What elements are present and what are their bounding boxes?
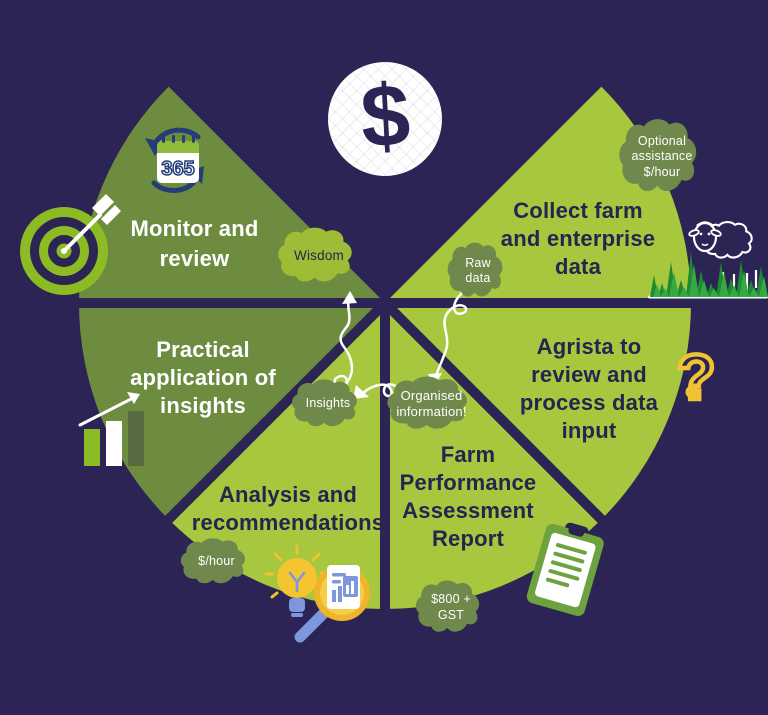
cloud-organised-information-label: Organised information! xyxy=(396,388,467,419)
cloud-raw-data: Raw data xyxy=(446,241,510,301)
arrowhead-to-wisdom xyxy=(342,291,357,304)
segment-practical-label: Practical application of insights xyxy=(130,337,276,418)
question-mark-glyph: ? xyxy=(676,341,715,413)
lightbulb-base xyxy=(289,598,305,612)
target-icon xyxy=(20,194,121,295)
dart-fletching xyxy=(101,205,121,225)
segment-analysis-label: Analysis and recommendations xyxy=(191,482,385,535)
cloud-shape xyxy=(447,242,503,297)
segment-analysis-shape xyxy=(168,303,385,609)
cloud-analysis-rate: $/hour xyxy=(179,537,254,587)
lightbulb-filament xyxy=(288,571,306,593)
cloud-report-price-label: $800 + GST xyxy=(431,592,471,622)
calendar-ring xyxy=(162,135,165,143)
cloud-analysis-rate-label: $/hour xyxy=(198,554,235,569)
calendar-ring xyxy=(182,135,185,143)
report-chart-bar xyxy=(346,585,349,594)
report-chart-block xyxy=(343,576,358,597)
growth-arrowhead xyxy=(127,392,140,404)
clipboard-line xyxy=(545,577,570,588)
cloud-insights: Insights xyxy=(290,378,366,430)
sheep-muzzle xyxy=(701,243,709,246)
grass-blade-layer-light xyxy=(653,264,768,297)
grass-icon xyxy=(650,252,768,297)
cycle-arrow-top xyxy=(152,127,201,147)
cloud-wisdom: Wisdom xyxy=(276,226,362,286)
dart-shaft xyxy=(62,213,102,253)
segment-monitor-label: Monitor and review xyxy=(130,216,259,271)
cloud-shape xyxy=(291,379,357,427)
dollar-coin-icon: $ xyxy=(328,62,442,176)
calendar-ring xyxy=(172,135,175,143)
divider-southeast xyxy=(381,299,611,529)
magnifier-report-icon xyxy=(294,565,370,643)
cloud-optional-assistance: Optional assistance $/hour xyxy=(617,117,707,197)
cloud-shape xyxy=(180,538,246,584)
cloud-raw-data-label: Raw data xyxy=(465,255,491,285)
clipboard-line xyxy=(553,551,585,564)
dollar-sign: $ xyxy=(357,64,412,167)
cloud-shape xyxy=(415,580,480,632)
curly-arrow-insights-to-wisdom xyxy=(333,295,354,399)
segment-agrista-shape xyxy=(385,303,691,520)
segment-dividers xyxy=(72,298,698,616)
segment-agrista-label: Agrista to review and process data input xyxy=(519,334,659,443)
bar-white xyxy=(106,421,122,466)
bar-lime xyxy=(84,429,100,466)
clipboard-line xyxy=(548,568,580,581)
growth-arrow xyxy=(78,396,135,427)
report-mini-bar xyxy=(332,590,336,602)
bar-chart-icon xyxy=(78,392,144,466)
lightbulb-rays xyxy=(264,544,330,599)
calendar-header xyxy=(157,141,199,153)
calendar-365-icon: 365 xyxy=(145,127,204,193)
lightbulb-bulb xyxy=(277,558,317,598)
question-mark-icon: ? xyxy=(674,339,718,416)
report-chart-bar xyxy=(351,581,354,594)
sheep-eye xyxy=(699,232,703,236)
clipboard-line xyxy=(555,543,587,555)
segment-collect-label: Collect farm and enterprise data xyxy=(500,198,656,279)
segment-practical-shape xyxy=(79,303,385,520)
cloud-shape xyxy=(619,119,697,192)
report-mini-bar xyxy=(338,586,342,602)
sheep-eye xyxy=(707,232,711,236)
calendar-365-label: 365 xyxy=(161,158,194,180)
question-mark-dot xyxy=(685,385,699,399)
lightbulb-icon xyxy=(264,544,330,617)
cloud-shape xyxy=(387,376,467,429)
sheep-ear xyxy=(710,229,722,237)
cloud-optional-assistance-label: Optional assistance $/hour xyxy=(631,134,693,179)
report-line xyxy=(332,573,346,577)
cloud-insights-label: Insights xyxy=(305,396,351,411)
dart-tip xyxy=(61,248,67,254)
report-line xyxy=(332,580,341,584)
dart-fletching xyxy=(92,194,114,216)
cloud-report-price: $800 + GST xyxy=(414,579,488,636)
flow-arrows xyxy=(333,289,468,399)
sheep-wool-cap xyxy=(696,221,714,227)
cloud-wisdom-label: Wisdom xyxy=(294,247,344,263)
arrowhead-to-insights xyxy=(353,385,369,399)
cloud-shape xyxy=(278,227,352,282)
clipboard-line xyxy=(550,560,582,573)
segment-farm-report-label: Farm Performance Assessment Report xyxy=(399,442,537,551)
cloud-organised-information: Organised information! xyxy=(385,375,478,433)
lightbulb-base-tip xyxy=(291,613,303,617)
clipboard-clip-knob xyxy=(568,524,585,537)
clipboard-icon xyxy=(526,522,604,617)
sheep-ear xyxy=(688,229,700,237)
bar-dark xyxy=(128,411,144,466)
calendar-ring xyxy=(192,135,195,143)
curly-arrow-rawdata-to-organised xyxy=(433,289,468,381)
sheep-head xyxy=(692,221,718,253)
curly-arrow-organised-to-insights xyxy=(361,383,407,398)
divider-southwest xyxy=(159,299,389,529)
